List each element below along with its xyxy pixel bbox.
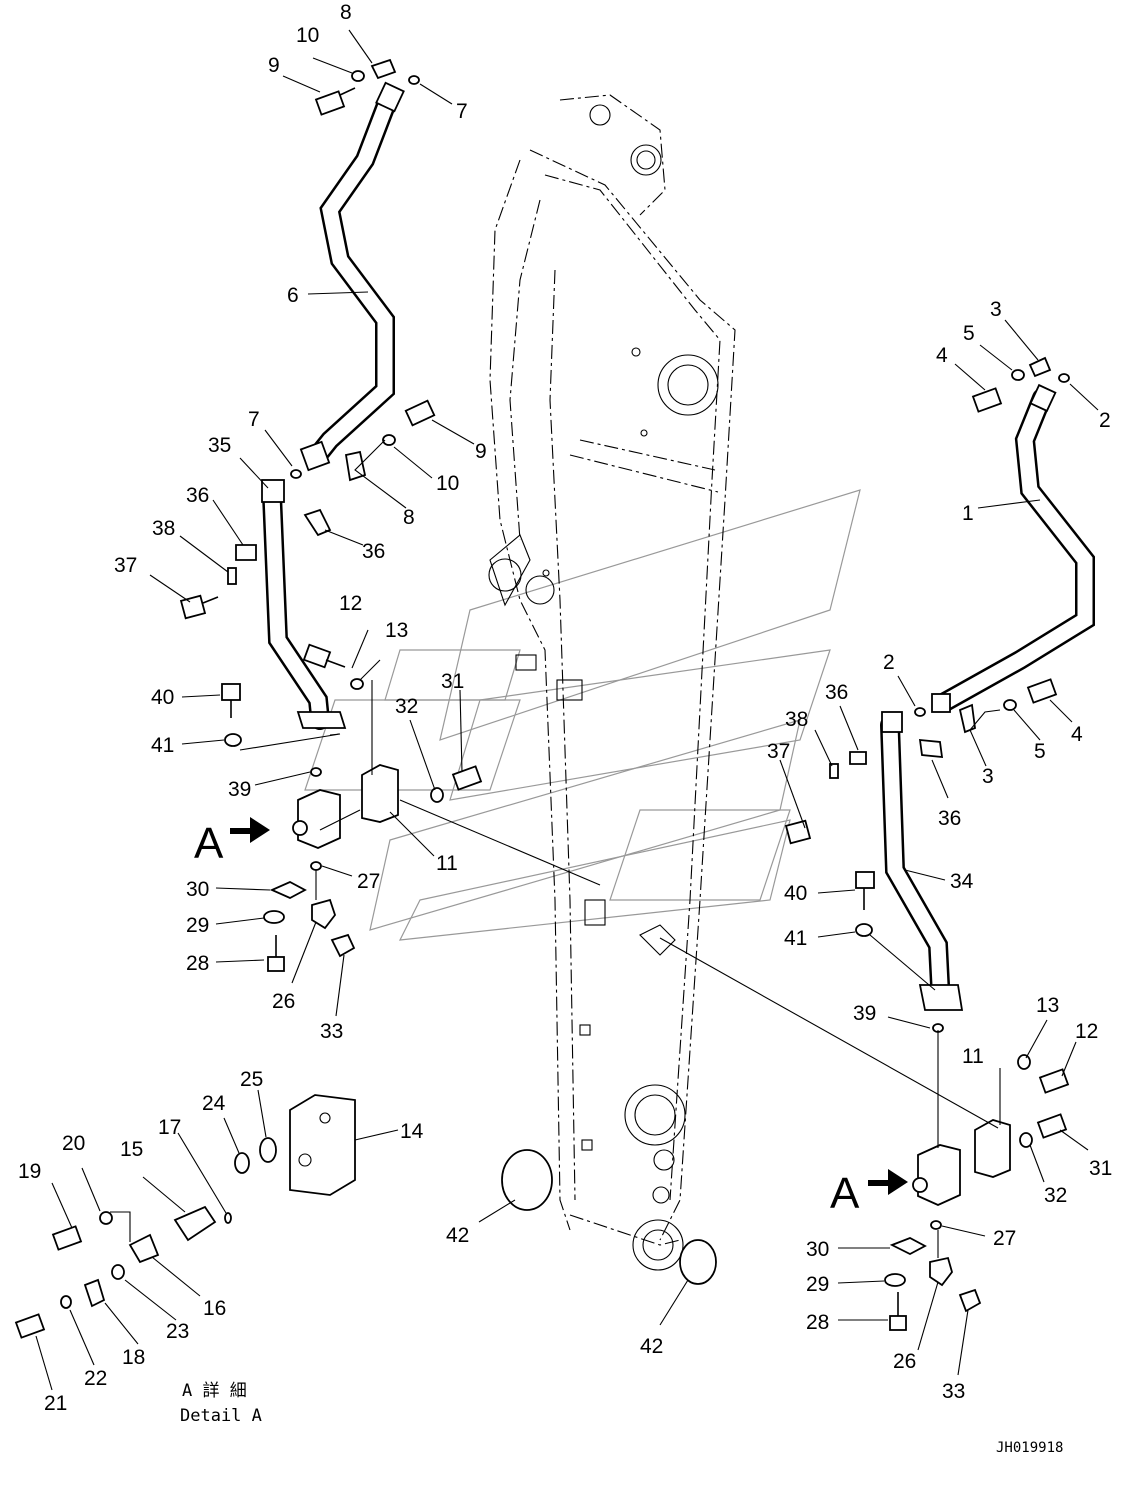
label-28: 28	[806, 1311, 829, 1334]
label-26: 26	[893, 1350, 916, 1373]
boom-outline	[488, 94, 736, 1271]
label-42: 42	[640, 1335, 663, 1358]
label-3: 3	[982, 765, 994, 788]
label-36: 36	[825, 681, 848, 704]
label-27: 27	[993, 1227, 1016, 1250]
label-25: 25	[240, 1068, 263, 1091]
leader-lines	[35, 29, 1099, 1391]
label-19: 19	[18, 1160, 41, 1183]
label-32: 32	[395, 695, 418, 718]
label-16: 16	[203, 1297, 226, 1320]
label-35: 35	[208, 434, 231, 457]
label-13: 13	[1036, 994, 1059, 1017]
drawing-code: JH019918	[996, 1440, 1063, 1456]
label-33: 33	[942, 1380, 965, 1403]
label-5: 5	[963, 322, 975, 345]
label-21: 21	[44, 1392, 67, 1415]
label-10: 10	[436, 472, 459, 495]
label-32: 32	[1044, 1184, 1067, 1207]
label-5: 5	[1034, 740, 1046, 763]
label-37: 37	[767, 740, 790, 763]
label-9: 9	[268, 54, 280, 77]
part-labels: 8 10 9 7 6 7 9 35 10 36 8 36 38 37 12 13…	[18, 1, 1112, 1415]
label-4: 4	[936, 344, 948, 367]
label-11: 11	[436, 852, 458, 875]
label-40: 40	[151, 686, 174, 709]
label-37: 37	[114, 554, 137, 577]
pipe-35	[261, 479, 347, 730]
label-9: 9	[475, 440, 487, 463]
hose-1	[931, 383, 1095, 713]
right-small-parts	[784, 356, 1070, 1331]
label-30: 30	[806, 1238, 829, 1261]
label-14: 14	[400, 1120, 424, 1143]
label-22: 22	[84, 1367, 107, 1390]
label-41: 41	[784, 927, 807, 950]
label-8: 8	[340, 1, 352, 24]
label-7: 7	[248, 408, 260, 431]
left-small-parts	[179, 58, 483, 972]
label-2: 2	[883, 651, 895, 674]
detail-a-parts	[14, 817, 908, 1339]
pipe-34	[880, 711, 964, 1011]
detail-caption-jp: A 詳 細	[182, 1381, 247, 1401]
label-3: 3	[990, 298, 1002, 321]
hose-6	[299, 81, 405, 472]
label-7: 7	[456, 100, 468, 123]
label-12: 12	[1075, 1020, 1098, 1043]
label-6: 6	[287, 284, 299, 307]
label-20: 20	[62, 1132, 85, 1155]
watermark-logo	[304, 489, 861, 941]
label-36: 36	[938, 807, 961, 830]
label-41: 41	[151, 734, 174, 757]
label-34: 34	[950, 870, 974, 893]
view-marker-a-left: A	[194, 819, 224, 868]
label-10: 10	[296, 24, 319, 47]
label-30: 30	[186, 878, 209, 901]
label-33: 33	[320, 1020, 343, 1043]
label-38: 38	[152, 517, 175, 540]
label-4: 4	[1071, 723, 1083, 746]
label-40: 40	[784, 882, 807, 905]
label-24: 24	[202, 1092, 226, 1115]
label-11: 11	[962, 1045, 984, 1068]
detail-caption-en: Detail A	[180, 1406, 262, 1426]
label-36: 36	[362, 540, 385, 563]
label-2: 2	[1099, 409, 1111, 432]
label-38: 38	[785, 708, 808, 731]
label-31: 31	[441, 670, 464, 693]
label-39: 39	[853, 1002, 876, 1025]
label-42: 42	[446, 1224, 469, 1247]
label-36: 36	[186, 484, 209, 507]
label-8: 8	[403, 506, 415, 529]
label-12: 12	[339, 592, 362, 615]
label-15: 15	[120, 1138, 143, 1161]
label-17: 17	[158, 1116, 181, 1139]
label-18: 18	[122, 1346, 145, 1369]
label-1: 1	[962, 502, 974, 525]
view-marker-a-right: A	[830, 1169, 860, 1218]
label-26: 26	[272, 990, 295, 1013]
label-23: 23	[166, 1320, 189, 1343]
label-28: 28	[186, 952, 209, 975]
label-39: 39	[228, 778, 251, 801]
label-29: 29	[186, 914, 209, 937]
label-31: 31	[1089, 1157, 1112, 1180]
label-13: 13	[385, 619, 408, 642]
label-27: 27	[357, 870, 380, 893]
label-29: 29	[806, 1273, 829, 1296]
